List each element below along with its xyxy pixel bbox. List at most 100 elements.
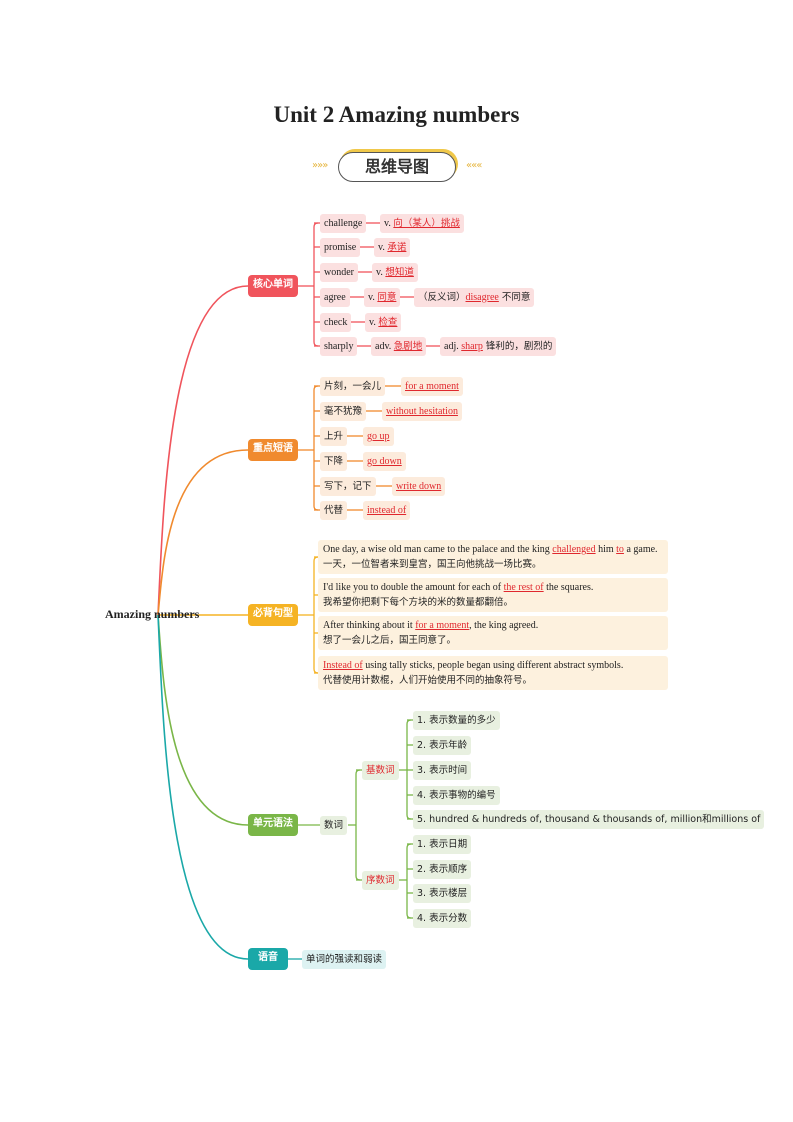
connector-line [313,222,319,347]
highlighted-text: sharp [461,340,483,352]
branch-key-sentences: 必背句型 [248,604,298,626]
highlighted-text: for a moment [415,620,470,631]
sentence-english: One day, a wise old man came to the pala… [323,542,663,557]
connector-line [313,385,319,511]
grammar-topic: 数词 [320,815,348,835]
text-segment: v. [378,241,388,253]
highlighted-text: disagree [465,291,499,303]
vocab-word: agree [320,287,350,307]
highlighted-text: challenged [552,544,596,555]
vocab-word: promise [320,237,361,257]
highlighted-text: the rest of [503,582,544,593]
mindmap-badge: 思维导图 [338,152,456,182]
vocab-definition: v. 想知道 [372,262,418,282]
ordinal-use-item: 1. 表示日期 [413,834,472,854]
sentence-english: Instead of using tally sticks, people be… [323,658,663,673]
vocab-definition: v. 检查 [365,312,402,332]
branch-key-phrases: 重点短语 [248,439,298,461]
highlighted-text: 检查 [378,316,398,328]
arrows-right-icon: ««« [466,160,482,171]
text-segment: v. [384,217,394,229]
text-segment: , the king agreed. [469,620,539,631]
phrase-chinese: 写下，记下 [320,476,376,496]
highlighted-text: 向（某人）挑战 [393,217,460,229]
highlighted-text: 急剧地 [393,340,423,352]
phrase-chinese: 上升 [320,426,348,446]
root-node: Amazing numbers [105,607,200,621]
sentence-english: After thinking about it for a moment, th… [323,618,663,633]
text-segment: （反义词） [418,291,466,303]
sentence-chinese: 代替使用计数棍，人们开始使用不同的抽象符号。 [323,675,533,686]
highlighted-text: Instead of [323,660,363,671]
cardinal-use-item: 1. 表示数量的多少 [413,710,500,730]
highlighted-text: 同意 [377,291,397,303]
cardinal-use-item: 5. hundred & hundreds of, thousand & tho… [413,809,765,829]
cardinal-use-item: 4. 表示事物的编号 [413,785,500,805]
text-segment: One day, a wise old man came to the pala… [323,544,553,555]
connector-line [157,614,249,826]
vocab-word: check [320,312,352,332]
text-segment: 不同意 [498,291,531,303]
connector-line [355,769,361,881]
phrase-chinese: 下降 [320,451,348,471]
sentence-chinese: 我希望你把剩下每个方块的米的数量都翻倍。 [323,597,514,608]
vocab-definition: adj. sharp 锋利的，剧烈的 [440,336,557,356]
text-segment: adj. [444,340,462,352]
text-segment: 锋利的，剧烈的 [482,340,553,352]
vocab-definition: adv. 急剧地 [371,336,427,356]
phrase-chinese: 片刻，一会儿 [320,376,386,396]
phrase-chinese: 毫不犹豫 [320,401,367,421]
sentence-chinese: 一天，一位智者来到皇宫，国王向他挑战一场比赛。 [323,559,542,570]
vocab-word: sharply [320,336,358,356]
page-title: Unit 2 Amazing numbers [273,102,520,127]
highlighted-text: to [616,544,624,555]
branch-core-vocabulary: 核心单词 [248,275,298,297]
connector-line [157,285,249,616]
vocab-word: challenge [320,213,367,233]
text-segment: v. [376,266,386,278]
ordinal-numbers-node: 序数词 [362,870,399,890]
text-segment: using tally sticks, people began using d… [362,660,624,671]
vocab-definition: v. 同意 [364,287,401,307]
vocab-definition: v. 承诺 [374,237,411,257]
connector-line [406,843,412,919]
branch-unit-grammar: 单元语法 [248,814,298,836]
ordinal-use-item: 3. 表示楼层 [413,883,472,903]
text-segment: v. [368,291,378,303]
arrows-left-icon: »»» [312,160,328,171]
text-segment: v. [369,316,379,328]
connector-line [313,556,319,674]
vocab-definition: （反义词）disagree 不同意 [414,287,535,307]
cardinal-numbers-node: 基数词 [362,760,399,780]
phrase-english: go up [363,426,394,446]
sentence-card: One day, a wise old man came to the pala… [318,540,668,574]
vocab-definition: v. 向（某人）挑战 [380,213,464,233]
text-segment: him [595,544,617,555]
sentence-card: I'd like you to double the amount for ea… [318,578,668,612]
text-segment: After thinking about it [323,620,416,631]
text-segment: a game. [623,544,658,555]
sentence-card: Instead of using tally sticks, people be… [318,656,668,690]
connector-line [157,449,249,616]
phrase-english: without hesitation [382,401,462,421]
ordinal-use-item: 2. 表示顺序 [413,859,472,879]
connector-line [157,614,249,960]
phrase-english: write down [392,476,446,496]
ordinal-use-item: 4. 表示分数 [413,908,472,928]
cardinal-use-item: 3. 表示时间 [413,760,472,780]
highlighted-text: 承诺 [387,241,407,253]
text-segment: the squares. [543,582,594,593]
sentence-english: I'd like you to double the amount for ea… [323,580,663,595]
highlighted-text: 想知道 [385,266,414,278]
text-segment: adv. [375,340,394,352]
vocab-word: wonder [320,262,358,282]
cardinal-use-item: 2. 表示年龄 [413,735,472,755]
phrase-english: go down [363,451,406,471]
phrase-english: instead of [363,500,411,520]
branch-phonetics: 语音 [248,948,288,970]
phrase-english: for a moment [401,376,463,396]
sentence-chinese: 想了一会儿之后，国王同意了。 [323,635,457,646]
text-segment: I'd like you to double the amount for ea… [323,582,504,593]
phrase-chinese: 代替 [320,500,348,520]
